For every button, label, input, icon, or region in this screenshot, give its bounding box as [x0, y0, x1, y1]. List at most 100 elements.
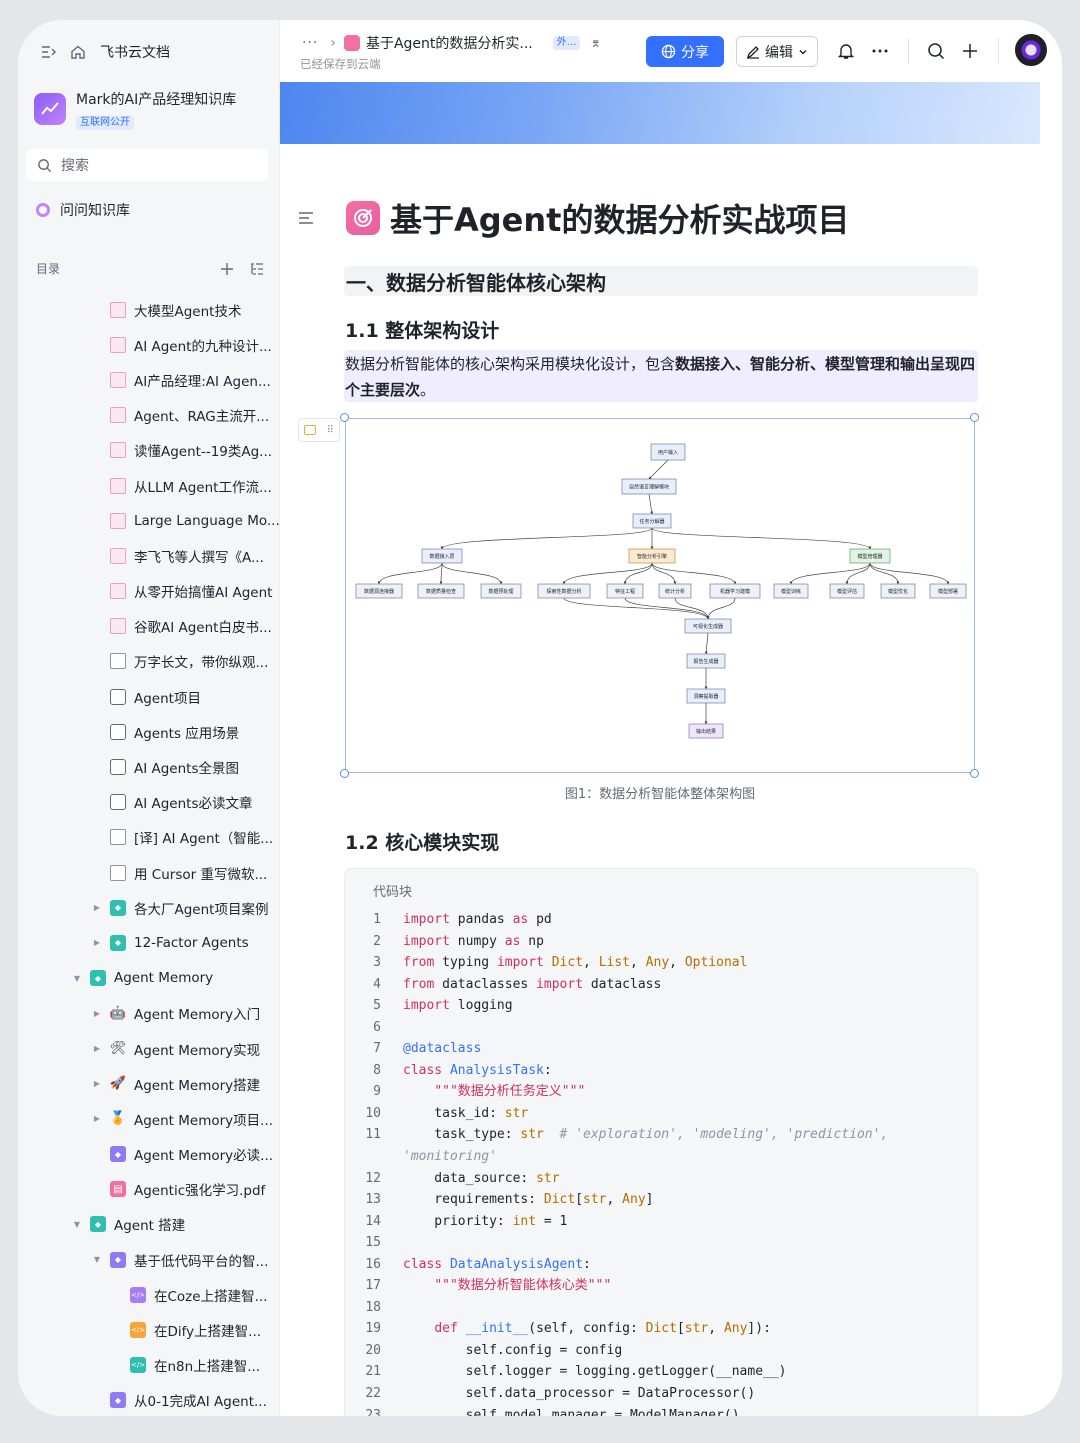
sidebar-item[interactable]: AI Agent的九种设计...: [18, 327, 280, 362]
line-number: 16: [365, 1256, 381, 1272]
sidebar-item[interactable]: AI Agents必读文章: [18, 785, 280, 820]
sidebar-item[interactable]: </>在Coze上搭建智...: [18, 1277, 280, 1312]
user-avatar[interactable]: [1015, 34, 1047, 66]
cover-banner: [280, 82, 1040, 144]
tree-view-icon[interactable]: [250, 262, 264, 276]
bell-icon[interactable]: [835, 40, 857, 62]
resize-handle-top-left[interactable]: [340, 413, 349, 422]
app-name[interactable]: 飞书云文档: [100, 45, 170, 61]
sidebar-item[interactable]: 大模型Agent技术: [18, 292, 280, 327]
sidebar-item[interactable]: ▼◆基于低代码平台的智...: [18, 1242, 280, 1277]
sidebar-item[interactable]: ◆从0-1完成AI Agent...: [18, 1383, 280, 1416]
diagram-node-label: 特征工程: [615, 588, 635, 595]
search-icon[interactable]: [925, 40, 947, 62]
sidebar-item-label: 读懂Agent--19类Ag...: [134, 444, 273, 461]
sidebar-item[interactable]: Agents 应用场景: [18, 714, 280, 749]
sidebar-item[interactable]: ▶🛠Agent Memory实现: [18, 1031, 280, 1066]
doc-pink-icon: [110, 371, 126, 388]
sidebar-item[interactable]: AI Agents全景图: [18, 749, 280, 784]
heading-2-architecture: 1.1 整体架构设计: [345, 320, 500, 342]
image-icon[interactable]: [304, 425, 317, 435]
plus-icon[interactable]: [959, 40, 981, 62]
line-number: 15: [365, 1235, 381, 1251]
sidebar-item-label: 从零开始搞懂AI Agent: [134, 585, 273, 602]
sidebar-item[interactable]: 用 Cursor 重写微软...: [18, 855, 280, 890]
edit-mode-dropdown[interactable]: 编辑: [736, 36, 818, 67]
chevron-right-icon[interactable]: ▶: [93, 938, 101, 948]
chevron-right-icon[interactable]: ▶: [93, 1044, 101, 1054]
chevron-down-icon[interactable]: ▼: [93, 1255, 101, 1265]
more-icon[interactable]: [869, 40, 891, 62]
image-block-toolbar[interactable]: ⠿: [298, 418, 340, 442]
top-bar: ··· › 基于Agent的数据分析实... 外... ⌆ 已经保存到云端 分享…: [280, 20, 1062, 82]
sidebar-item[interactable]: ▶◆各大厂Agent项目案例: [18, 890, 280, 925]
sidebar-item[interactable]: [译] AI Agent（智能...: [18, 820, 280, 855]
sidebar-item[interactable]: </>在n8n上搭建智...: [18, 1348, 280, 1383]
sidebar-search-input[interactable]: 搜索: [26, 149, 268, 181]
breadcrumb-more-button[interactable]: ···: [302, 35, 319, 51]
collapse-sidebar-icon[interactable]: [40, 44, 56, 60]
code-line: 13 requirements: Dict[str, Any]: [345, 1189, 977, 1211]
architecture-diagram-image[interactable]: 用户输入自然语言理解模块任务分解器数据接入层智能分析引擎模型管理器数据源连接器数…: [345, 418, 975, 773]
resize-handle-bottom-right[interactable]: [970, 769, 979, 778]
sidebar-item[interactable]: Large Language Mo...: [18, 503, 280, 538]
share-button[interactable]: 分享: [646, 36, 724, 67]
sidebar-item[interactable]: ▼◆Agent Memory: [18, 961, 280, 996]
edit-label: 编辑: [765, 44, 793, 61]
document-title-text[interactable]: 基于Agent的数据分析实战项目: [390, 201, 850, 239]
chevron-right-icon[interactable]: ▶: [93, 1079, 101, 1089]
resize-handle-top-right[interactable]: [970, 413, 979, 422]
doc-pink-icon: [110, 407, 126, 424]
sidebar-item[interactable]: 从LLM Agent工作流...: [18, 468, 280, 503]
outline-toggle-icon[interactable]: [298, 210, 314, 230]
diagram-node-deploy: 模型部署: [929, 583, 967, 599]
resize-handle-bottom-left[interactable]: [340, 769, 349, 778]
diagram-node-insight: 洞察提取器: [686, 688, 726, 704]
teal-icon: ◆: [90, 970, 106, 987]
sidebar-item[interactable]: ▶🚀Agent Memory搭建: [18, 1066, 280, 1101]
code-text: class AnalysisTask:: [403, 1062, 552, 1078]
sidebar-item[interactable]: ◆Agent Memory必读...: [18, 1137, 280, 1172]
chevron-right-icon[interactable]: ▶: [93, 1114, 101, 1124]
diagram-node-model: 模型管理器: [849, 548, 891, 564]
sidebar-item[interactable]: 从零开始搞懂AI Agent: [18, 574, 280, 609]
sidebar-item[interactable]: Agent、RAG主流开...: [18, 398, 280, 433]
chevron-right-icon[interactable]: ▶: [93, 1008, 101, 1018]
sidebar-item[interactable]: 李飞飞等人撰写《A...: [18, 538, 280, 573]
sidebar-item[interactable]: </>在Dify上搭建智...: [18, 1312, 280, 1347]
sidebar-item[interactable]: 万字长文，带你纵观...: [18, 644, 280, 679]
code-text: from dataclasses import dataclass: [403, 976, 662, 992]
chevron-right-icon[interactable]: ▶: [93, 903, 101, 913]
chevron-down-icon[interactable]: ▼: [73, 1219, 81, 1229]
sidebar-item[interactable]: ▤Agentic强化学习.pdf: [18, 1172, 280, 1207]
sidebar-item[interactable]: ▼◆Agent 搭建: [18, 1207, 280, 1242]
code-line: 9 """数据分析任务定义""": [345, 1081, 977, 1103]
sidebar-item[interactable]: ▶🤖Agent Memory入门: [18, 996, 280, 1031]
sidebar-item[interactable]: ▶◆12-Factor Agents: [18, 925, 280, 960]
pin-icon[interactable]: ⌆: [590, 35, 602, 51]
sidebar-item[interactable]: 读懂Agent--19类Ag...: [18, 433, 280, 468]
wiki-header[interactable]: Mark的AI产品经理知识库 互联网公开: [34, 90, 236, 130]
chevron-down-icon: [799, 49, 807, 54]
breadcrumb-doc-title[interactable]: 基于Agent的数据分析实...: [365, 36, 533, 52]
ask-knowledge-base-button[interactable]: 问问知识库: [36, 200, 130, 220]
code-line: 6: [345, 1017, 977, 1039]
chevron-down-icon[interactable]: ▼: [73, 973, 81, 983]
code-line: 20 self.config = config: [345, 1340, 977, 1362]
sidebar-item[interactable]: ▶🏅Agent Memory项目...: [18, 1101, 280, 1136]
sidebar-item-label: 从LLM Agent工作流...: [134, 479, 272, 496]
add-icon[interactable]: [220, 262, 234, 276]
sidebar-item-label: 12-Factor Agents: [134, 934, 249, 951]
search-placeholder: 搜索: [61, 158, 89, 174]
home-icon[interactable]: [70, 44, 86, 60]
sidebar-item[interactable]: Agent项目: [18, 679, 280, 714]
code-line: 7@dataclass: [345, 1038, 977, 1060]
drag-handle-icon[interactable]: ⠿: [326, 424, 334, 436]
sidebar-item[interactable]: AI产品经理:AI Agen...: [18, 362, 280, 397]
diagram-edge: [674, 597, 710, 620]
para-text-bold: 数据接入、智能分析、模型管理和输出呈现四个主要层次: [345, 355, 976, 399]
sidebar-item[interactable]: 谷歌AI Agent白皮书...: [18, 609, 280, 644]
architecture-diagram: 用户输入自然语言理解模块任务分解器数据接入层智能分析引擎模型管理器数据源连接器数…: [355, 443, 967, 739]
sidebar-item-label: 大模型Agent技术: [134, 303, 242, 320]
